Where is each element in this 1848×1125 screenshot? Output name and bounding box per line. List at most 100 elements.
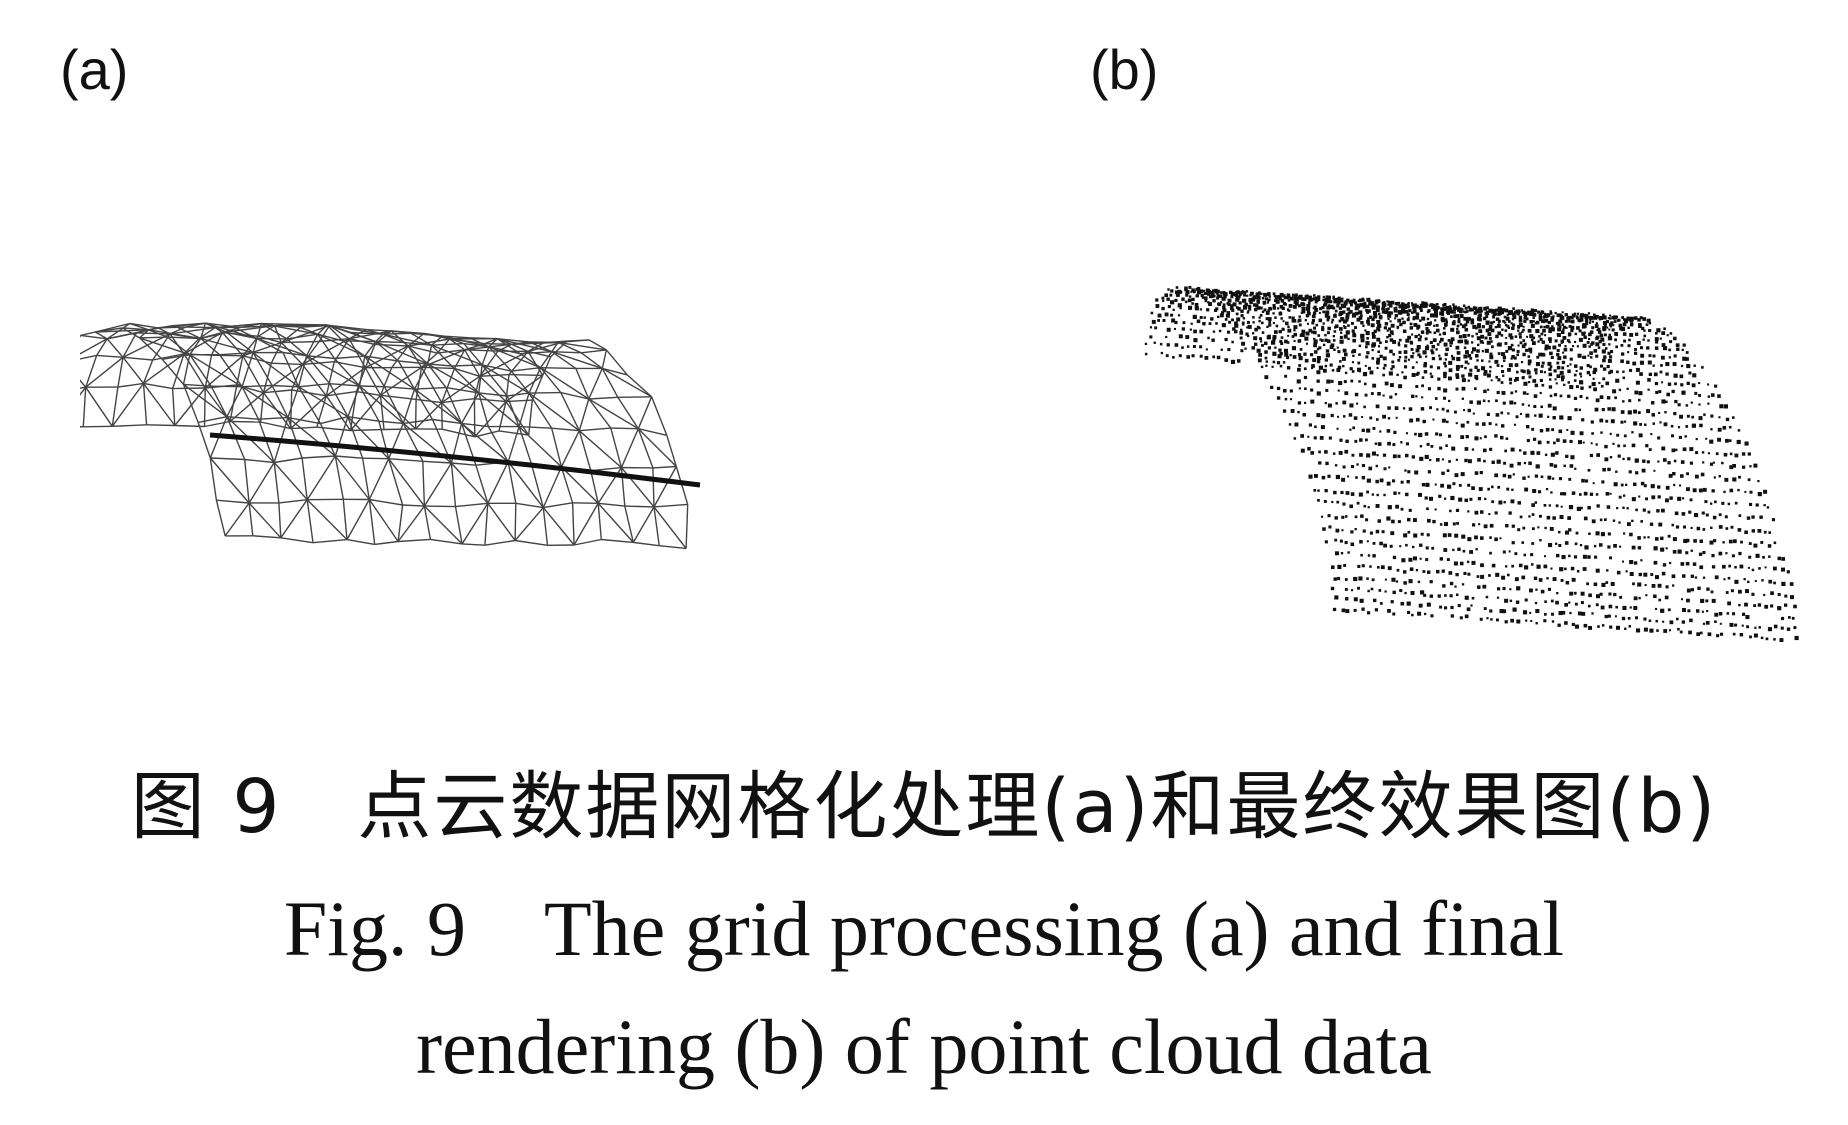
cloud-point	[1494, 359, 1499, 364]
cloud-point	[1574, 332, 1578, 336]
cloud-point	[1512, 323, 1516, 327]
cloud-point	[1423, 363, 1427, 368]
mesh-edge	[348, 330, 392, 340]
cloud-point	[1443, 361, 1447, 365]
cloud-point	[1615, 605, 1618, 609]
cloud-point	[1429, 340, 1433, 344]
cloud-point	[1485, 328, 1490, 333]
cloud-point	[1255, 304, 1259, 308]
cloud-point	[1607, 407, 1611, 411]
cloud-point	[1297, 339, 1302, 343]
cloud-point	[1488, 325, 1493, 329]
cloud-point	[1399, 322, 1403, 327]
cloud-point	[1267, 309, 1270, 312]
cloud-point	[1461, 308, 1464, 311]
cloud-point	[1704, 500, 1708, 504]
cloud-point	[1467, 483, 1471, 487]
mesh-edge	[505, 374, 510, 402]
cloud-point	[1369, 416, 1373, 420]
mesh-edge	[638, 428, 667, 436]
mesh-edge	[320, 416, 349, 425]
cloud-point	[1771, 518, 1775, 522]
cloud-point	[1547, 345, 1551, 350]
cloud-point	[1474, 471, 1479, 475]
cloud-point	[1155, 304, 1160, 308]
cloud-point	[1342, 502, 1346, 506]
cloud-point	[1547, 320, 1551, 325]
cloud-point	[1314, 474, 1318, 478]
cloud-point	[1711, 489, 1715, 493]
cloud-point	[1383, 467, 1387, 471]
cloud-point	[1241, 290, 1245, 293]
cloud-point	[1324, 540, 1328, 544]
cloud-point	[1560, 505, 1563, 508]
cloud-point	[1661, 571, 1666, 576]
cloud-point	[1495, 572, 1500, 577]
mesh-edge	[685, 504, 689, 549]
cloud-point	[1336, 576, 1341, 581]
cloud-point	[1444, 352, 1448, 356]
cloud-point	[1601, 480, 1605, 484]
cloud-point	[1671, 574, 1676, 579]
cloud-point	[1389, 330, 1394, 335]
cloud-point	[1367, 322, 1370, 326]
cloud-point	[1444, 594, 1447, 597]
cloud-point	[1165, 335, 1168, 339]
cloud-point	[1518, 323, 1523, 327]
cloud-point	[1382, 394, 1385, 397]
cloud-point	[1314, 350, 1318, 354]
mesh-edge	[578, 430, 592, 471]
cloud-point	[1426, 507, 1429, 511]
cloud-point	[1671, 523, 1674, 527]
cloud-point	[1501, 328, 1504, 331]
mesh-edge	[515, 502, 544, 509]
cloud-point	[1438, 357, 1442, 361]
cloud-point	[1781, 557, 1785, 561]
cloud-point	[1413, 533, 1418, 538]
cloud-point	[1685, 351, 1689, 354]
mesh-edge	[297, 386, 322, 424]
cloud-point	[1313, 343, 1317, 348]
cloud-point	[1367, 317, 1370, 321]
cloud-point	[1552, 406, 1557, 411]
cloud-point	[1420, 590, 1425, 595]
cloud-point	[1162, 319, 1166, 322]
cloud-point	[1504, 620, 1508, 624]
cloud-point	[1494, 537, 1498, 542]
mesh-edge	[518, 392, 530, 427]
cloud-point	[1429, 580, 1433, 584]
cloud-point	[1409, 322, 1413, 326]
cloud-point	[1349, 303, 1353, 307]
cloud-point	[1435, 328, 1440, 333]
cloud-point	[1707, 452, 1710, 455]
caption-english-line-2: rendering (b) of point cloud data	[416, 1003, 1432, 1090]
cloud-point	[1642, 338, 1645, 341]
cloud-point	[1599, 395, 1604, 399]
cloud-point	[1387, 318, 1390, 321]
cloud-point	[1274, 330, 1278, 334]
cloud-point	[1453, 308, 1456, 312]
cloud-point	[1331, 318, 1335, 322]
cloud-point	[1486, 373, 1491, 378]
mesh-edge	[183, 353, 206, 389]
mesh-edge	[325, 361, 335, 396]
cloud-point	[1496, 364, 1500, 367]
cloud-point	[1701, 511, 1705, 515]
cloud-point	[1534, 414, 1537, 417]
cloud-point	[1336, 346, 1339, 349]
cloud-point	[1360, 338, 1365, 343]
cloud-point	[1366, 428, 1371, 433]
cloud-point	[1454, 473, 1459, 478]
cloud-point	[1593, 387, 1597, 392]
cloud-point	[1306, 306, 1310, 311]
cloud-point	[1560, 375, 1565, 380]
cloud-point	[1600, 384, 1604, 388]
cloud-point	[1211, 289, 1215, 292]
cloud-point	[1753, 463, 1758, 468]
cloud-point	[1728, 439, 1732, 442]
cloud-point	[1532, 336, 1536, 340]
cloud-point	[1465, 350, 1469, 354]
cloud-point	[1231, 292, 1235, 296]
cloud-point	[1386, 516, 1391, 521]
cloud-point	[1264, 375, 1269, 380]
